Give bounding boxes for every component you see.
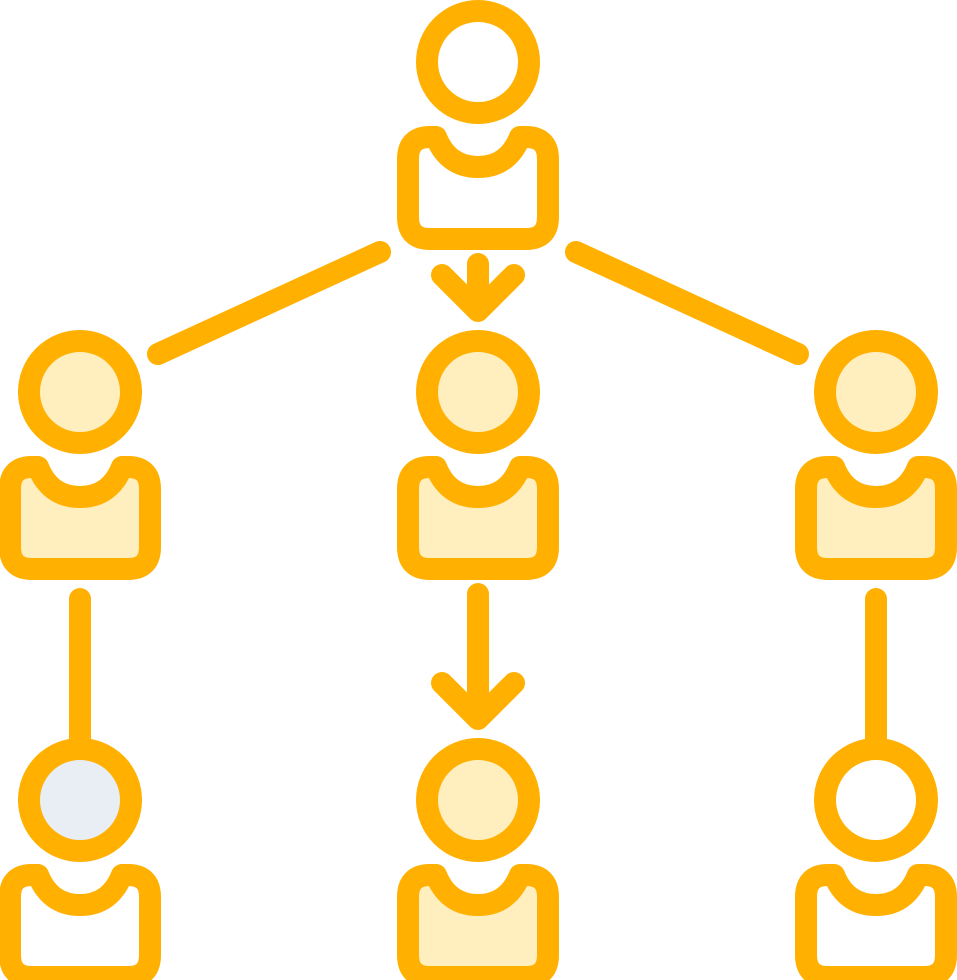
person-body — [397, 126, 559, 250]
person-body — [0, 456, 161, 580]
bottom-center-person-icon — [397, 738, 559, 980]
person-body — [397, 864, 559, 980]
top-person-icon — [397, 0, 559, 250]
connector-top-to-mid-left-line — [147, 241, 391, 365]
connector-top-to-mid-center-arrow — [431, 253, 525, 322]
person-head — [18, 330, 142, 454]
person-body — [795, 864, 957, 980]
arrow-head-icon — [431, 672, 525, 730]
connector-mid-center-to-bottom-center-arrow — [431, 583, 525, 730]
connections — [69, 241, 887, 760]
person-body — [397, 456, 559, 580]
mid-left-person-icon — [0, 330, 161, 580]
person-body — [0, 864, 161, 980]
bottom-left-person-icon — [0, 738, 161, 980]
arrow-head-icon — [431, 264, 525, 322]
person-head — [814, 738, 938, 862]
person-head — [416, 0, 540, 124]
connector-top-to-mid-right-line — [565, 241, 809, 365]
person-head — [416, 330, 540, 454]
person-head — [814, 330, 938, 454]
mid-right-person-icon — [795, 330, 957, 580]
mid-center-person-icon — [397, 330, 559, 580]
person-head — [18, 738, 142, 862]
bottom-right-person-icon — [795, 738, 957, 980]
person-head — [416, 738, 540, 862]
person-body — [795, 456, 957, 580]
